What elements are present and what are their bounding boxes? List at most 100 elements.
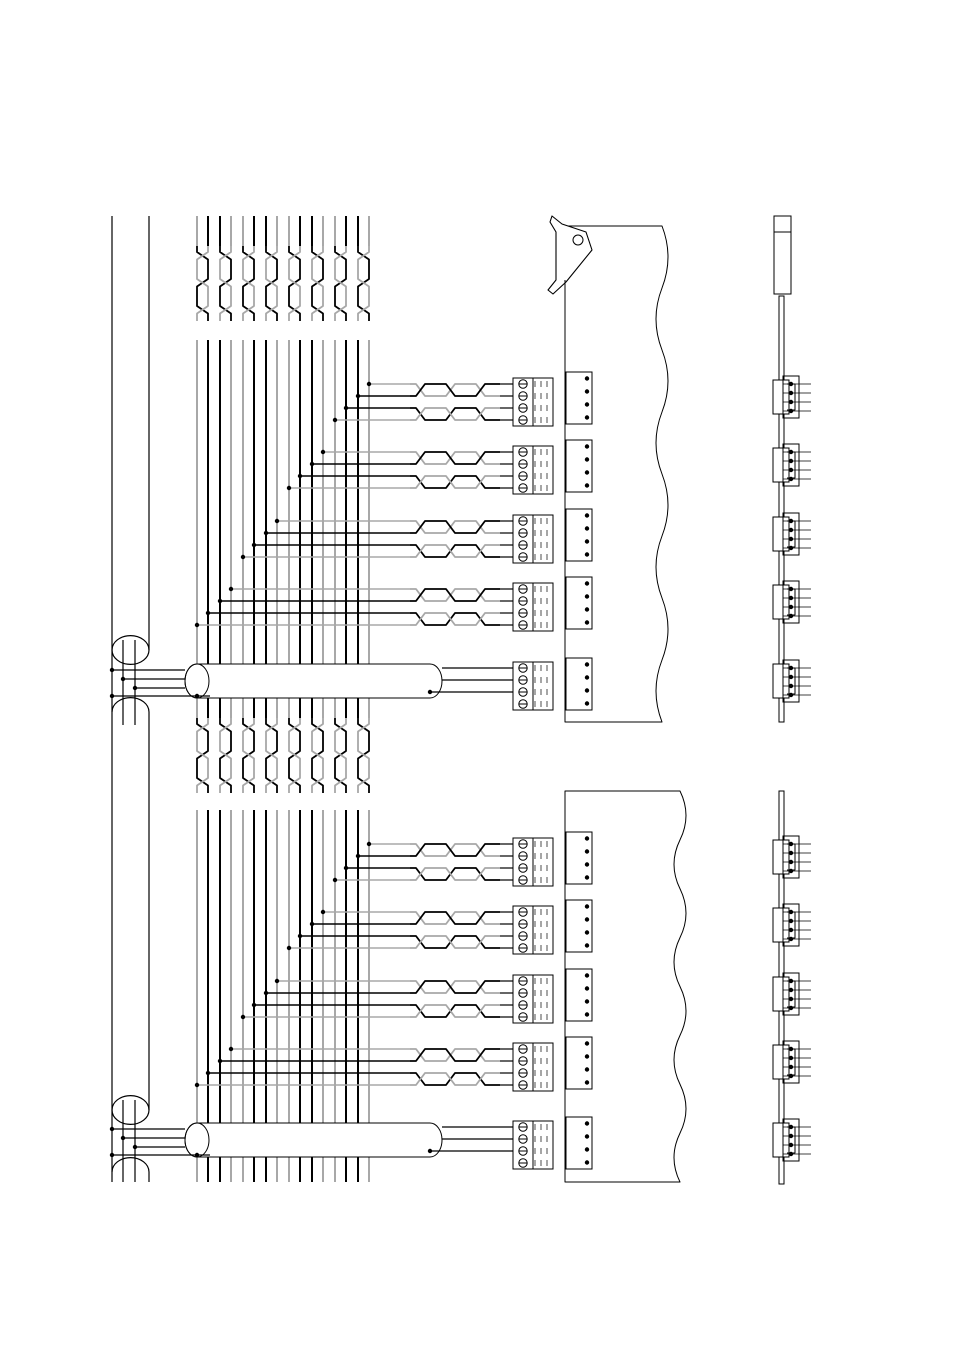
side-conn-pin-dot bbox=[789, 459, 793, 463]
side-conn-pin-dot bbox=[789, 860, 793, 864]
wire-twisted-gray bbox=[243, 718, 254, 793]
wire-twisted-gray bbox=[220, 246, 231, 321]
wire-twisted-gray bbox=[266, 718, 277, 793]
side-conn-pin-dot bbox=[789, 1074, 793, 1078]
board-socket bbox=[566, 577, 592, 629]
junction-dot bbox=[321, 450, 325, 454]
junction-dot bbox=[252, 1003, 256, 1007]
socket-pin bbox=[585, 389, 589, 393]
side-conn-pin-dot bbox=[789, 842, 793, 846]
terminal-block bbox=[513, 838, 553, 886]
board-socket bbox=[566, 969, 592, 1021]
side-connector bbox=[773, 904, 811, 946]
socket-pin bbox=[585, 917, 589, 921]
socket-pin bbox=[585, 376, 589, 380]
trunk-cut-end bbox=[112, 1158, 149, 1172]
junction-dot bbox=[110, 1153, 114, 1157]
side-conn-pin-dot bbox=[789, 988, 793, 992]
junction-dot bbox=[121, 677, 125, 681]
terminal-block bbox=[513, 1043, 553, 1091]
socket-pin bbox=[585, 1080, 589, 1084]
board-socket bbox=[566, 1037, 592, 1089]
socket-pin bbox=[585, 470, 589, 474]
trunk-cut-end bbox=[112, 650, 149, 664]
junction-dot bbox=[133, 686, 137, 690]
terminal-block bbox=[513, 515, 553, 563]
junction-dot bbox=[110, 694, 114, 698]
side-conn-pin-dot bbox=[789, 537, 793, 541]
side-conn-pin-dot bbox=[789, 928, 793, 932]
terminal-row bbox=[110, 1117, 592, 1169]
upper-module bbox=[110, 226, 811, 722]
side-conn-pin-dot bbox=[789, 979, 793, 983]
side-conn-pin-dot bbox=[789, 1047, 793, 1051]
side-connector bbox=[773, 581, 811, 623]
terminal-block bbox=[513, 975, 553, 1023]
socket-pin bbox=[585, 662, 589, 666]
side-conn-pin-dot bbox=[789, 1134, 793, 1138]
junction-dot bbox=[298, 474, 302, 478]
junction-dot bbox=[356, 854, 360, 858]
wire-twisted-gray bbox=[266, 246, 277, 321]
socket-pin bbox=[585, 1041, 589, 1045]
terminal-row bbox=[287, 900, 592, 954]
junction-dot bbox=[218, 599, 222, 603]
socket-pin bbox=[585, 1054, 589, 1058]
wire-twisted-gray bbox=[335, 718, 346, 793]
trunk-cut-end bbox=[112, 1096, 149, 1110]
side-conn-pin-dot bbox=[789, 937, 793, 941]
terminal-block bbox=[513, 446, 553, 494]
socket-pin bbox=[585, 526, 589, 530]
side-connector bbox=[773, 513, 811, 555]
socket-pin bbox=[585, 483, 589, 487]
terminal-block bbox=[513, 583, 553, 631]
wire-twisted-gray bbox=[289, 246, 300, 321]
socket-pin bbox=[585, 415, 589, 419]
wire-twisted-gray bbox=[289, 718, 300, 793]
board-socket bbox=[566, 509, 592, 561]
lower-module bbox=[110, 791, 811, 1184]
side-conn-pin-dot bbox=[789, 997, 793, 1001]
side-conn-pin-dot bbox=[789, 693, 793, 697]
socket-pin bbox=[585, 552, 589, 556]
terminal-block bbox=[513, 1121, 553, 1169]
junction-dot bbox=[428, 690, 432, 694]
side-conn-pin-dot bbox=[789, 1006, 793, 1010]
side-conn-pin-dot bbox=[789, 919, 793, 923]
socket-pin bbox=[585, 986, 589, 990]
side-conn-pin-dot bbox=[789, 391, 793, 395]
junction-dot bbox=[206, 1071, 210, 1075]
terminal-row bbox=[287, 440, 592, 494]
side-view bbox=[773, 296, 811, 722]
side-conn-pin-dot bbox=[789, 1065, 793, 1069]
socket-pin bbox=[585, 836, 589, 840]
side-conn-housing bbox=[773, 977, 789, 1011]
socket-pin bbox=[585, 620, 589, 624]
junction-dot bbox=[110, 668, 114, 672]
wire-twisted-gray bbox=[312, 718, 323, 793]
wire-twisted-gray bbox=[358, 718, 369, 793]
junction-dot bbox=[310, 462, 314, 466]
socket-pin bbox=[585, 1134, 589, 1138]
socket-pin bbox=[585, 930, 589, 934]
junction-dot bbox=[133, 1145, 137, 1149]
board-socket bbox=[566, 832, 592, 884]
side-conn-housing bbox=[773, 380, 789, 414]
junction-dot bbox=[344, 866, 348, 870]
side-conn-pin-dot bbox=[789, 546, 793, 550]
vertical-wire-bundle bbox=[197, 216, 369, 690]
side-conn-pin-dot bbox=[789, 851, 793, 855]
socket-pin bbox=[585, 581, 589, 585]
junction-dot bbox=[110, 1127, 114, 1131]
junction-dot bbox=[229, 1047, 233, 1051]
socket-pin bbox=[585, 594, 589, 598]
wire-twisted-gray bbox=[312, 246, 323, 321]
junction-dot bbox=[264, 991, 268, 995]
junction-dot bbox=[121, 1136, 125, 1140]
supply-cable-sleeve bbox=[185, 664, 442, 698]
socket-pin bbox=[585, 402, 589, 406]
side-conn-pin-dot bbox=[789, 666, 793, 670]
side-conn-pin-dot bbox=[789, 675, 793, 679]
junction-dot bbox=[298, 934, 302, 938]
